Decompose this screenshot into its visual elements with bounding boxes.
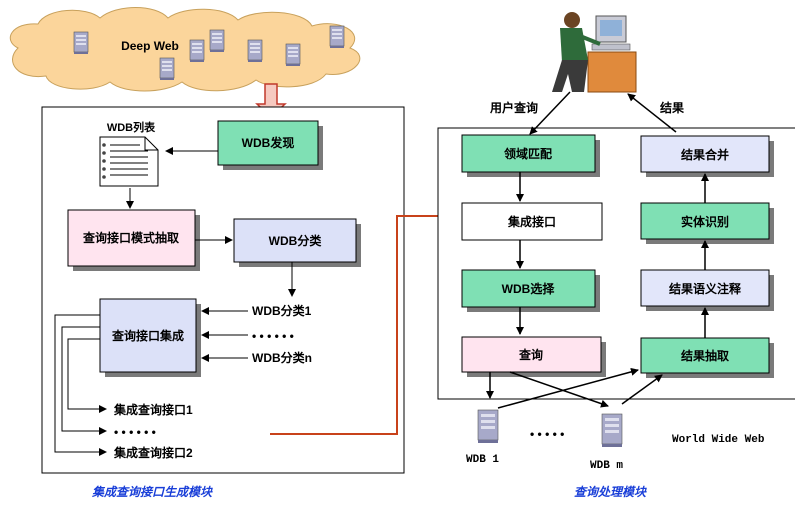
integrated-interface-dots: • • • • • • — [114, 425, 156, 439]
entity-recognition-label: 实体识别 — [681, 214, 729, 229]
entity-recognition-box: 实体识别 — [640, 202, 774, 244]
user-computer-icon — [552, 12, 637, 93]
wdb-classification-label: WDB分类 — [269, 233, 323, 248]
wdb-category-n: WDB分类n — [252, 350, 312, 365]
schema-extraction-label: 查询接口模式抽取 — [82, 230, 179, 245]
wdb-m-label: WDB m — [590, 460, 623, 472]
query-box: 查询 — [461, 336, 606, 377]
wdb-selection-box: WDB选择 — [461, 269, 600, 312]
wdb-selection-label: WDB选择 — [502, 281, 556, 296]
right-module-caption: 查询处理模块 — [574, 485, 647, 499]
deep-web-label: Deep Web — [121, 39, 179, 53]
wdb-discovery-box: WDB发现 — [217, 120, 323, 170]
schema-extraction-box: 查询接口模式抽取 — [67, 209, 200, 271]
interface-integration-box: 查询接口集成 — [99, 298, 201, 377]
integrated-interface-label: 集成接口 — [507, 214, 556, 229]
left-module-caption: 集成查询接口生成模块 — [91, 485, 213, 499]
interface-integration-label: 查询接口集成 — [111, 328, 184, 343]
server-icon — [285, 43, 301, 67]
server-icon — [209, 29, 225, 53]
semantic-annotation-label: 结果语义注释 — [669, 281, 742, 296]
result-extraction-label: 结果抽取 — [681, 348, 729, 363]
query-label: 查询 — [518, 347, 543, 362]
integrated-interface-1: 集成查询接口1 — [113, 402, 193, 417]
integrated-interface-2: 集成查询接口2 — [113, 445, 193, 460]
domain-matching-box: 领域匹配 — [461, 134, 600, 177]
wdb-category-dots: • • • • • • — [252, 329, 294, 343]
result-merging-label: 结果合并 — [681, 147, 729, 162]
wdb-1-label: WDB 1 — [466, 454, 499, 466]
wdb-discovery-label: WDB发现 — [242, 135, 295, 150]
results-label: 结果 — [660, 100, 684, 115]
wdb-classification-box: WDB分类 — [233, 218, 361, 267]
server-icon — [73, 31, 89, 55]
module-link-arrow — [270, 211, 459, 435]
server-icon — [189, 39, 205, 63]
integrated-interface-box: 集成接口 — [461, 202, 603, 241]
server-icon — [159, 57, 175, 81]
domain-matching-label: 领域匹配 — [504, 146, 552, 161]
server-icon — [601, 413, 623, 448]
server-icon — [247, 39, 263, 63]
wdb-dots-label: • • • • • — [530, 427, 564, 441]
www-label: World Wide Web — [672, 434, 765, 446]
semantic-annotation-box: 结果语义注释 — [640, 269, 774, 311]
user-query-label: 用户查询 — [489, 100, 538, 115]
server-icon — [477, 409, 499, 444]
wdb-category-1: WDB分类1 — [252, 303, 312, 318]
result-extraction-box: 结果抽取 — [640, 337, 774, 378]
document-list-icon — [99, 136, 159, 187]
deep-web-cloud: Deep Web — [9, 7, 361, 92]
wdb-list-label: WDB列表 — [107, 120, 156, 134]
result-merging-box: 结果合并 — [640, 135, 774, 177]
server-icon — [329, 25, 345, 49]
